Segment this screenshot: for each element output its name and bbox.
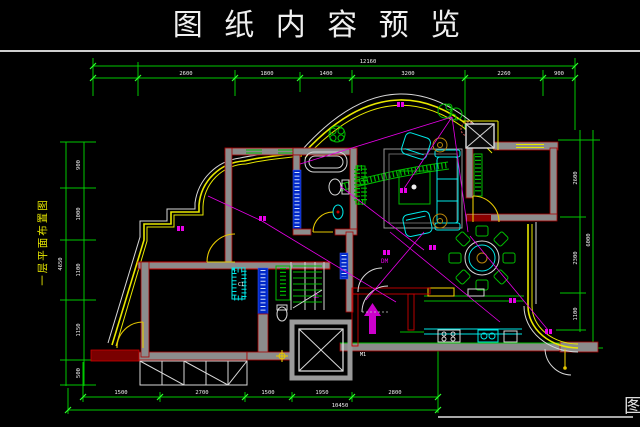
dim-right-1: 2600 bbox=[573, 171, 579, 184]
dim-bottom-total: 10450 bbox=[332, 403, 349, 409]
dimension-chain-bottom: 1500 2700 1500 1950 2800 10450 bbox=[64, 350, 442, 414]
dim-top-4: 3200 bbox=[401, 71, 414, 77]
wall-bath-blue bbox=[292, 169, 302, 231]
hall-door-arc2 bbox=[357, 267, 383, 293]
dim-bottom-4: 1950 bbox=[315, 390, 328, 396]
dim-left-3: 1100 bbox=[76, 263, 82, 276]
dining-east-wall bbox=[523, 222, 579, 353]
interior-walls bbox=[137, 141, 599, 361]
dim-top-1: 2600 bbox=[179, 71, 192, 77]
balcony-plant-right bbox=[437, 103, 463, 121]
kitchen bbox=[400, 287, 524, 343]
label-m1: M1 bbox=[360, 352, 366, 358]
dim-right-total: 6000 bbox=[586, 233, 592, 246]
dim-left-2: 1000 bbox=[76, 207, 82, 220]
entry-hall bbox=[351, 267, 431, 347]
dim-top-total: 12160 bbox=[360, 59, 377, 65]
preview-title: 图 纸 内 容 预 览 bbox=[173, 9, 468, 42]
bath-door-arc bbox=[312, 211, 334, 233]
dim-top-6: 900 bbox=[554, 71, 564, 77]
wall-rightroom-top bbox=[493, 141, 559, 151]
coffee-table bbox=[398, 170, 431, 205]
wardrobe-band bbox=[139, 360, 248, 386]
stove bbox=[437, 329, 461, 343]
small-bathroom bbox=[231, 265, 291, 362]
shaft-column bbox=[462, 120, 499, 150]
outer-wall-left bbox=[90, 149, 303, 362]
wall-rightroom-east bbox=[549, 147, 558, 219]
dim-top-3: 1400 bbox=[319, 71, 332, 77]
range-hood bbox=[427, 287, 455, 297]
dimension-chain-left: 900 1000 1100 1150 500 4650 bbox=[58, 141, 110, 386]
side-table-bottom bbox=[432, 213, 448, 229]
bathroom-top bbox=[304, 151, 350, 233]
wall-bath2-blue bbox=[257, 267, 269, 315]
dim-left-total: 4650 bbox=[58, 257, 64, 270]
dining-room bbox=[448, 222, 579, 353]
dim-bottom-1: 1500 bbox=[114, 390, 127, 396]
dim-bottom-5: 2800 bbox=[388, 390, 401, 396]
toilet bbox=[328, 178, 342, 196]
right-bedroom-door-arc bbox=[472, 195, 500, 223]
bathtub bbox=[304, 151, 348, 173]
wall-entry-block bbox=[559, 341, 599, 353]
wall-rightroom-west bbox=[465, 147, 474, 199]
wall-south bbox=[339, 342, 576, 352]
bath-cabinet bbox=[231, 267, 247, 301]
bedroom-doors bbox=[116, 233, 236, 349]
dim-left-5: 500 bbox=[76, 368, 82, 378]
title-block-fragment: 图 bbox=[438, 395, 640, 418]
dim-left-4: 1150 bbox=[76, 323, 82, 336]
dim-bottom-3: 1500 bbox=[261, 390, 274, 396]
dimension-ticks-bottom bbox=[64, 393, 442, 414]
label-dm: DM bbox=[381, 258, 389, 265]
kitchen-sink bbox=[477, 329, 499, 343]
micro-labels: C1 M1 DM 上 bbox=[238, 258, 389, 358]
corner-glyph: 图 bbox=[624, 395, 640, 417]
hall-door-arc bbox=[361, 285, 389, 313]
dimension-ticks-top bbox=[89, 62, 579, 82]
wall-red-band bbox=[467, 215, 491, 221]
dim-top-5: 2260 bbox=[497, 71, 510, 77]
armchair-bottom bbox=[402, 210, 433, 238]
ceiling-lamps bbox=[177, 102, 552, 334]
electrical-wiring bbox=[177, 102, 552, 334]
living-room bbox=[354, 132, 463, 238]
small-toilet bbox=[276, 306, 288, 322]
dimension-chain-top: 12160 2600 1800 1400 3200 2260 900 bbox=[89, 58, 579, 130]
label-c1: C1 bbox=[238, 282, 244, 288]
wall-bedroom3-west bbox=[140, 261, 150, 358]
armchair-top bbox=[401, 132, 431, 160]
entry-arrow bbox=[364, 303, 381, 334]
dining-table bbox=[464, 240, 500, 276]
sofa-three-seat bbox=[434, 149, 461, 231]
right-bedroom bbox=[472, 153, 500, 223]
drawing-name-vertical-label: 一层平面布置图 bbox=[37, 198, 49, 286]
tv-cabinet bbox=[354, 165, 367, 205]
dim-left-1: 900 bbox=[76, 160, 82, 170]
dim-right-3: 1100 bbox=[573, 307, 579, 320]
dimension-chain-right: 2600 2300 1100 6000 bbox=[556, 130, 603, 349]
staircase bbox=[290, 262, 325, 310]
balcony-plant-left bbox=[328, 125, 346, 143]
dining-chairs bbox=[448, 225, 516, 291]
dim-bottom-2: 2700 bbox=[195, 390, 208, 396]
stairs-up-label: 上 bbox=[313, 292, 319, 300]
dim-top-2: 1800 bbox=[260, 71, 273, 77]
dim-right-2: 2300 bbox=[573, 251, 579, 264]
entry-door bbox=[544, 348, 572, 376]
elevator-shaft bbox=[289, 319, 353, 381]
wall-bedroom-divider bbox=[224, 147, 233, 263]
wall-corner-block bbox=[90, 349, 140, 362]
